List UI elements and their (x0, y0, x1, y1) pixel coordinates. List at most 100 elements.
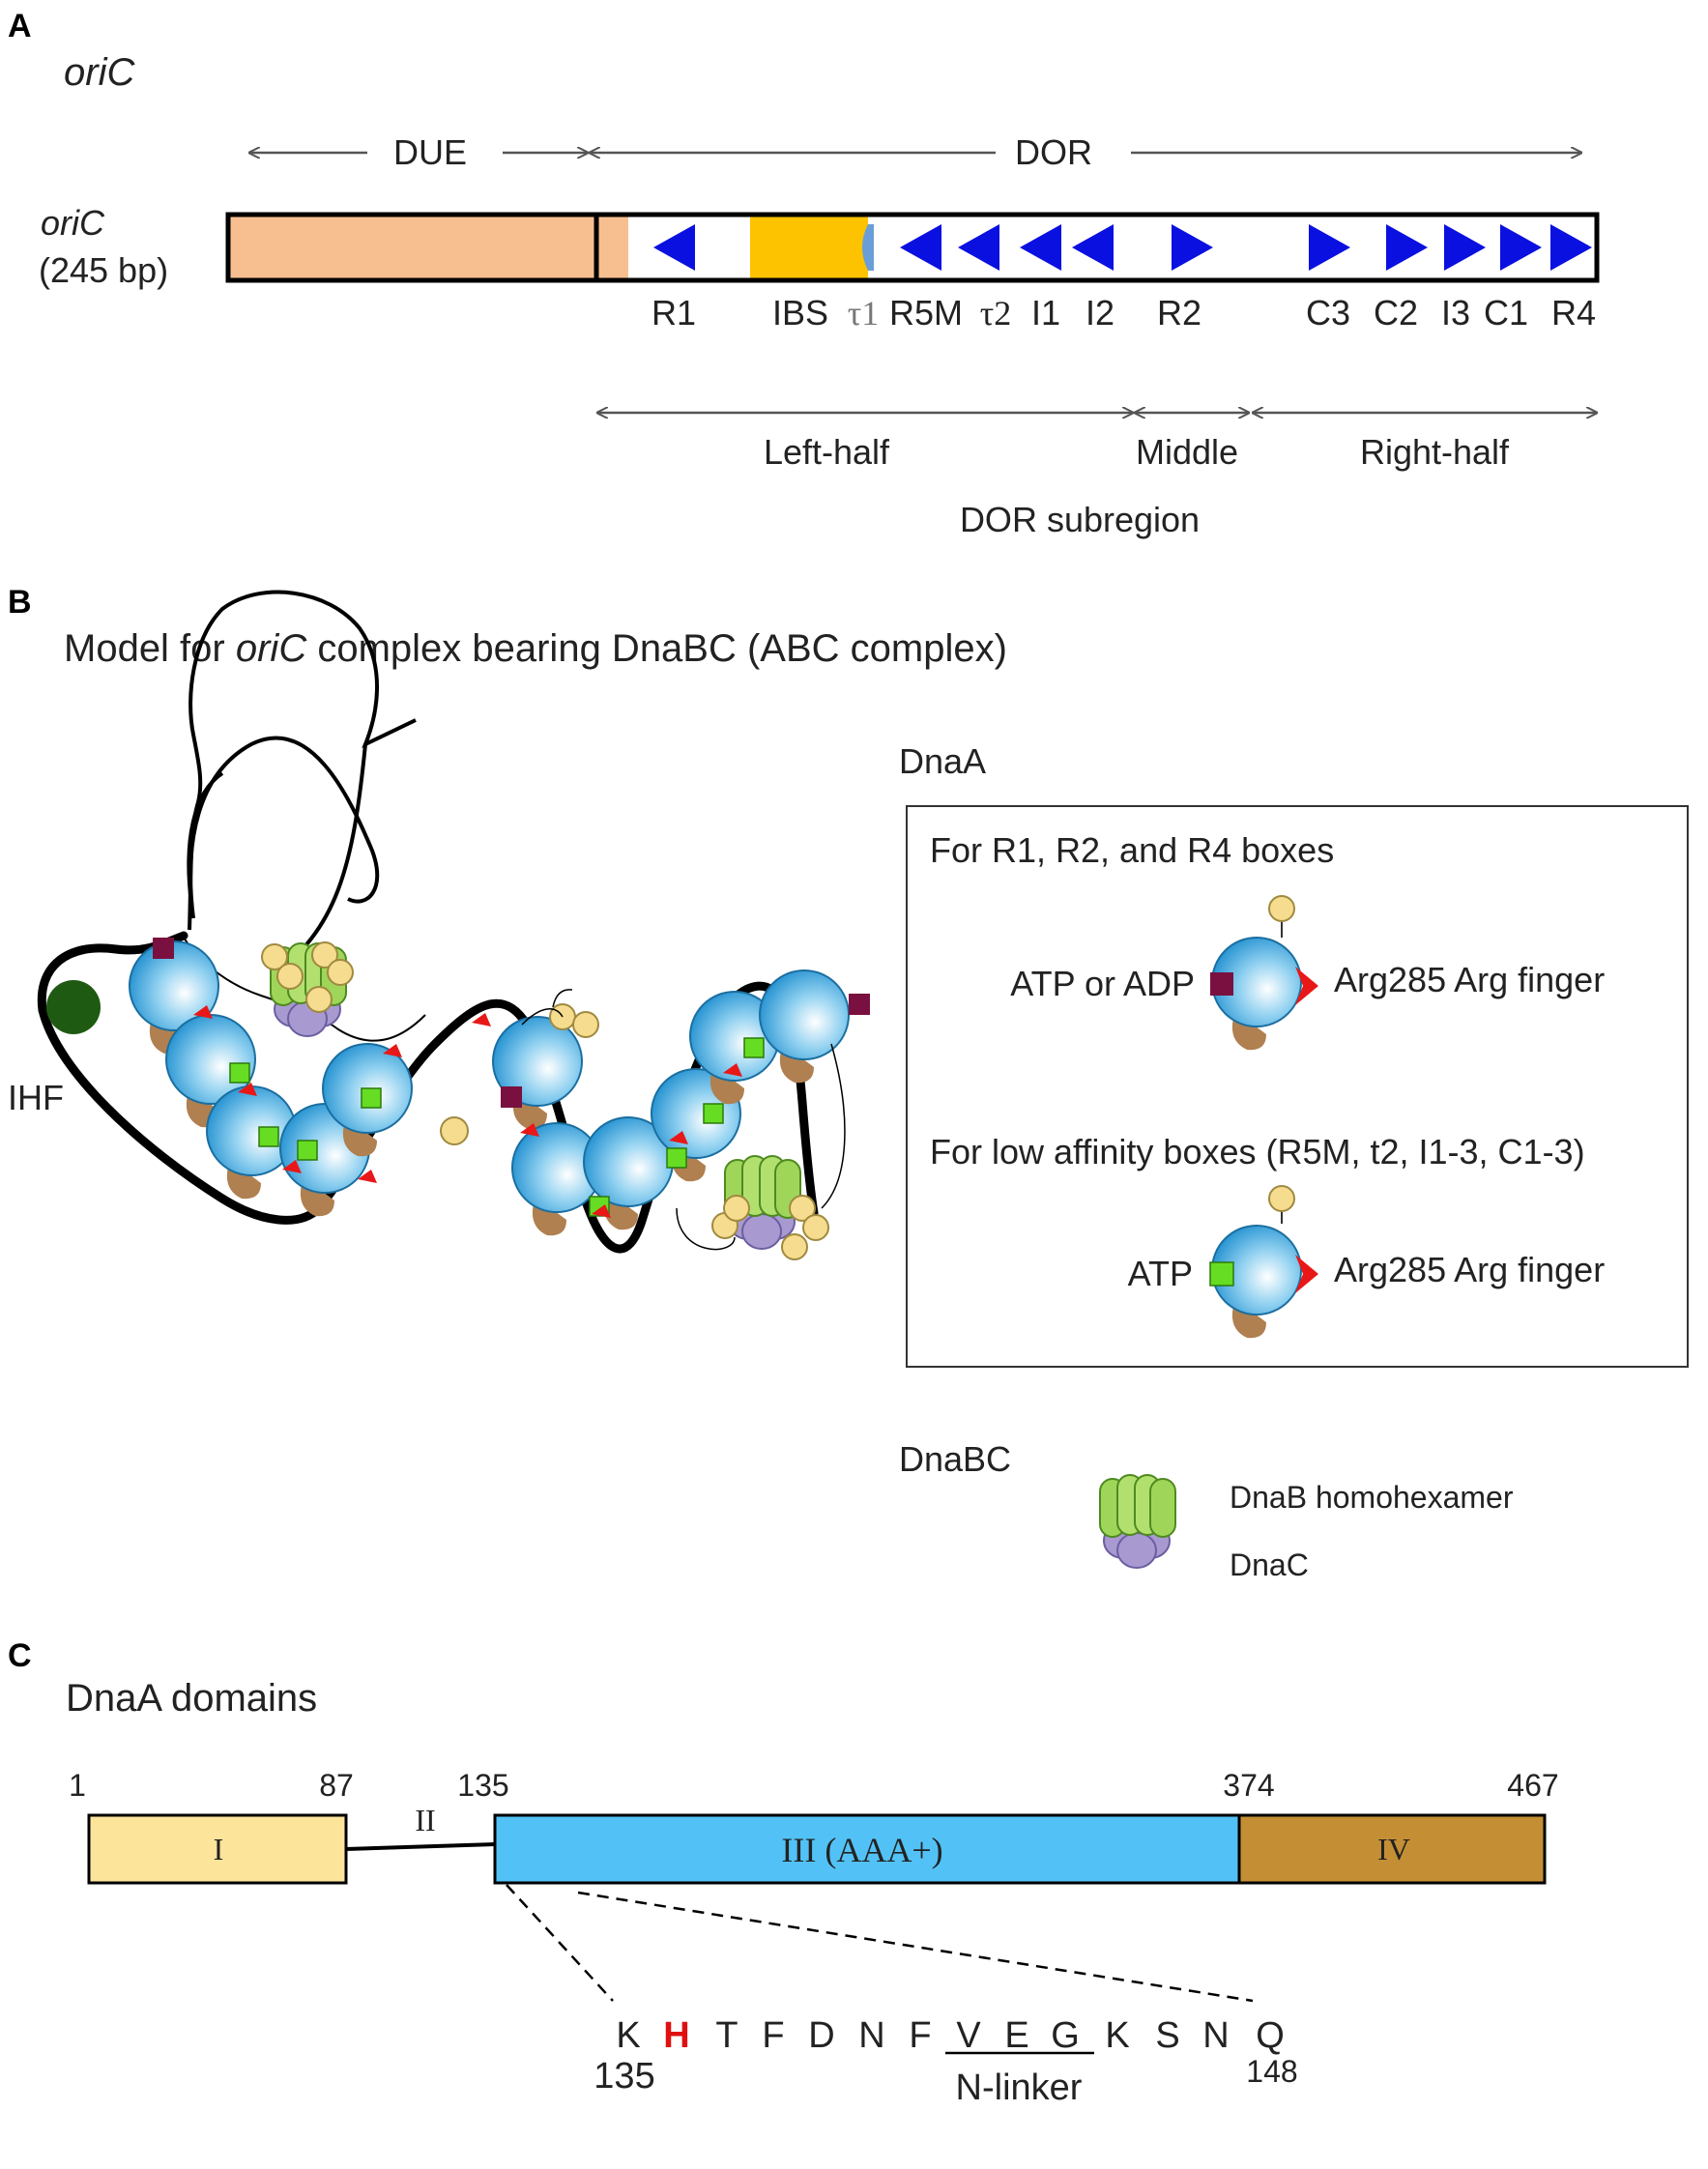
sequence: K H T F D N F V E G K S N Q 135 148 N-li… (593, 2015, 1297, 2108)
box-r5m (900, 224, 941, 271)
residue-n: N (858, 2015, 884, 2056)
atp-left-2 (258, 1126, 279, 1147)
panel-c-letter: C (8, 1637, 32, 1674)
dor-label: DOR (1015, 132, 1092, 172)
ihf-protein (46, 980, 101, 1034)
label-tau2: τ2 (980, 294, 1011, 333)
due-arrow: DUE (249, 132, 588, 172)
oric-track-label: oriC (41, 203, 105, 243)
dor-subregion-caption: DOR subregion (960, 500, 1200, 539)
dnabc-legend-heading: DnaBC (899, 1439, 1011, 1479)
complex-model: IHF (8, 590, 870, 1260)
residue-e: E (1004, 2015, 1028, 2056)
label-i1: I1 (1031, 293, 1060, 333)
label-i3: I3 (1441, 293, 1470, 333)
due-label: DUE (393, 132, 467, 172)
box-labels: R1 IBS τ1 R5M τ2 I1 I2 R2 C3 C2 I3 C1 R4 (651, 293, 1596, 333)
legend-low-finger: Arg285 Arg finger (1334, 1250, 1605, 1289)
pos-87: 87 (319, 1768, 354, 1803)
domain-ii-linker (345, 1842, 496, 1851)
label-c2: C2 (1374, 293, 1418, 333)
domain-i-label: I (214, 1832, 224, 1866)
legend-high-affinity-title: For R1, R2, and R4 boxes (930, 830, 1334, 870)
ihf-label: IHF (8, 1078, 64, 1117)
atp-left-4 (361, 1087, 382, 1109)
nlinker-label: N-linker (956, 2068, 1083, 2108)
tau1-site (862, 224, 874, 271)
seq-end-number: 148 (1246, 2054, 1297, 2089)
panel-a: A oriC DUE DOR oriC (245 bp) (8, 8, 1600, 539)
residue-k: K (1105, 2015, 1129, 2056)
label-c3: C3 (1306, 293, 1350, 333)
ibs-region (750, 215, 868, 280)
residue-v: V (956, 2015, 981, 2056)
legend-high-nucleotide: ATP or ADP (1010, 964, 1195, 1003)
oric-length-label: (245 bp) (39, 250, 168, 290)
box-i1 (1020, 224, 1061, 271)
legend-atp-square (1209, 1261, 1234, 1287)
pos-374: 374 (1223, 1768, 1274, 1803)
zoom-lines (506, 1884, 1254, 2003)
residue-k135: K (616, 2015, 640, 2056)
panel-b-title: Model for oriC complex bearing DnaBC (AB… (64, 627, 1007, 670)
atp-left-1 (229, 1062, 250, 1084)
dnaa-legend-heading: DnaA (899, 741, 986, 781)
panel-b-letter: B (8, 584, 32, 621)
residue-d: D (808, 2015, 834, 2056)
dnabc-legend-icon (1099, 1474, 1176, 1569)
panel-c: C DnaA domains 1 87 135 374 467 I II III… (8, 1637, 1559, 2108)
box-r2 (1172, 224, 1213, 271)
box-i3 (1444, 224, 1486, 271)
domain-ii-label: II (415, 1803, 435, 1837)
label-ibs: IBS (772, 293, 828, 333)
box-c3 (1309, 224, 1350, 271)
domain-iii-label: III (AAA+) (781, 1831, 942, 1869)
label-c1: C1 (1484, 293, 1528, 333)
residue-f2: F (909, 2015, 931, 2056)
atp-right-1 (743, 1037, 765, 1058)
atp-middle-3 (703, 1103, 724, 1124)
oric-track (225, 212, 1600, 283)
panel-a-title: oriC (64, 51, 135, 94)
label-r5m: R5M (889, 293, 963, 333)
residue-f: F (762, 2015, 784, 2056)
domain-iv (1237, 1813, 1547, 1885)
dnaa-middle-1 (492, 1016, 583, 1131)
panel-c-title: DnaA domains (66, 1677, 317, 1720)
residue-t: T (715, 2015, 738, 2056)
domain-positions: 1 87 135 374 467 (69, 1768, 1559, 1803)
dor-arrow: DOR (590, 132, 1581, 172)
pos-467: 467 (1507, 1768, 1558, 1803)
domain-iv-label: IV (1377, 1832, 1410, 1866)
label-i2: I2 (1086, 293, 1115, 333)
residue-q148: Q (1256, 2015, 1285, 2056)
atp-left-3 (297, 1140, 318, 1161)
box-r1 (653, 224, 695, 271)
box-c2 (1386, 224, 1428, 271)
legend-low-affinity-title: For low affinity boxes (R5M, t2, I1-3, C… (930, 1132, 1585, 1171)
due-region (228, 215, 628, 280)
box-c1 (1500, 224, 1542, 271)
domain-map: I II III (AAA+) IV (87, 1803, 1547, 1885)
domain-i (87, 1813, 348, 1885)
box-tau2 (958, 224, 999, 271)
seq-start-number: 135 (593, 2056, 654, 2097)
box-i2 (1072, 224, 1114, 271)
middle-label: Middle (1136, 432, 1238, 472)
label-tau1: τ1 (848, 294, 879, 333)
box-r4 (1550, 224, 1592, 271)
residue-h136-highlight: H (663, 2015, 689, 2056)
residue-n2: N (1202, 2015, 1229, 2056)
right-half-label: Right-half (1360, 432, 1510, 472)
atp-middle-2 (666, 1147, 687, 1169)
label-r1: R1 (651, 293, 696, 333)
pos-1: 1 (69, 1768, 86, 1803)
legend-arg-finger-high (1295, 967, 1318, 1005)
label-r4: R4 (1551, 293, 1596, 333)
panel-b: B Model for oriC complex bearing DnaBC (… (8, 584, 1689, 1582)
legend-low-affinity-dnaa (1209, 1185, 1318, 1340)
adp-right-1 (849, 994, 870, 1015)
pos-135: 135 (457, 1768, 508, 1803)
dnab-label: DnaB homohexamer (1230, 1480, 1514, 1515)
